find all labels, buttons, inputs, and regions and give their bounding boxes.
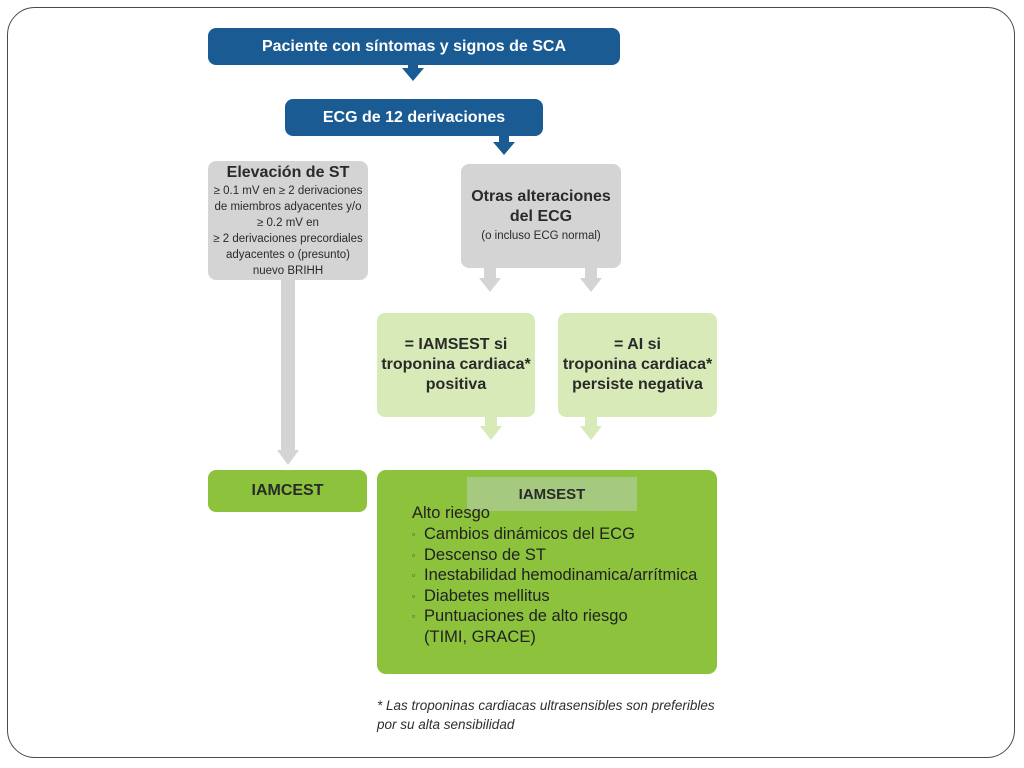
list-item: ▫Puntuaciones de alto riesgo (412, 607, 628, 625)
start-box: Paciente con síntomas y signos de SCA (208, 28, 620, 65)
iamsest-condition-line: = IAMSEST si (404, 336, 508, 353)
ai-condition-line: persiste negativa (572, 376, 703, 393)
iamsest-box: IAMSEST Alto riesgo ▫Cambios dinámicos d… (377, 470, 717, 674)
high-risk-list: ▫Cambios dinámicos del ECG ▫Descenso de … (412, 524, 697, 647)
ai-condition-line: = AI si (614, 336, 661, 353)
st-criterion: de miembros adyacentes y/o (214, 201, 362, 213)
other-ecg-title: Otras alteraciones (471, 188, 611, 205)
iamcest-label: IAMCEST (251, 482, 324, 499)
arrow-other-to-ai (580, 278, 602, 292)
list-item: ▫Descenso de ST (412, 545, 546, 564)
st-criterion: nuevo BRIHH (252, 265, 324, 277)
iamsest-title-label: IAMSEST (518, 485, 586, 503)
arrow-iamsest-stem (485, 417, 497, 426)
list-item: ▫Diabetes mellitus (412, 586, 550, 605)
st-elevation-title: Elevación de ST (226, 164, 350, 181)
other-ecg-title: del ECG (509, 208, 573, 225)
iamsest-title: IAMSEST (467, 477, 637, 511)
st-elevation-box: Elevación de ST ≥ 0.1 mV en ≥ 2 derivaci… (208, 161, 368, 280)
arrow-st-stem (281, 280, 295, 450)
bullet-icon: ▫ (412, 611, 416, 621)
iamsest-condition-line: positiva (425, 376, 487, 393)
other-ecg-subtitle: (o incluso ECG normal) (481, 230, 601, 242)
footnote: * Las troponinas cardiacas ultrasensible… (377, 696, 737, 734)
bullet-icon: ▫ (412, 549, 416, 560)
bullet-icon: ▫ (412, 570, 416, 580)
iamcest-box: IAMCEST (208, 470, 367, 512)
arrow-ai-down (580, 426, 602, 440)
list-item: (TIMI, GRACE) (424, 627, 536, 646)
arrow-start-to-ecg (402, 68, 424, 81)
ai-condition-box: = AI si troponina cardiaca* persiste neg… (558, 313, 717, 417)
list-item: ▫Inestabilidad hemodinamica/arrítmica (412, 566, 698, 584)
st-criterion: ≥ 0.2 mV en (257, 217, 319, 229)
arrow-st-to-iamcest (277, 450, 299, 465)
iamsest-condition-line: troponina cardiaca* (381, 356, 531, 373)
list-item: ▫Cambios dinámicos del ECG (412, 525, 635, 543)
footnote-line: * Las troponinas cardiacas ultrasensible… (377, 698, 715, 713)
high-risk-heading: Alto riesgo (412, 504, 490, 522)
ai-condition-line: troponina cardiaca* (562, 356, 713, 373)
high-risk-section: Alto riesgo ▫Cambios dinámicos del ECG ▫… (412, 503, 697, 647)
bullet-icon: ▫ (412, 590, 416, 601)
arrow-ecg-stem (499, 134, 509, 142)
ecg-label: ECG de 12 derivaciones (322, 108, 506, 126)
ecg-box: ECG de 12 derivaciones (285, 99, 543, 136)
iamsest-condition-box: = IAMSEST si troponina cardiaca* positiv… (377, 313, 535, 417)
arrow-other-left-stem (484, 268, 496, 278)
st-criterion: ≥ 2 derivaciones precordiales (213, 233, 363, 245)
footnote-line: por su alta sensibilidad (377, 717, 515, 732)
start-label: Paciente con síntomas y signos de SCA (261, 37, 567, 55)
arrow-start-stem (408, 64, 418, 70)
arrow-iamsest-down (480, 426, 502, 440)
arrow-ecg-to-other (493, 142, 515, 155)
arrow-ai-stem (585, 417, 597, 426)
arrow-other-right-stem (585, 268, 597, 278)
st-criterion: adyacentes o (presunto) (225, 249, 351, 261)
st-criterion: ≥ 0.1 mV en ≥ 2 derivaciones (213, 185, 363, 197)
bullet-icon: ▫ (412, 529, 416, 539)
other-ecg-box: Otras alteraciones del ECG (o incluso EC… (461, 164, 621, 268)
arrow-other-to-iamsest (479, 278, 501, 292)
